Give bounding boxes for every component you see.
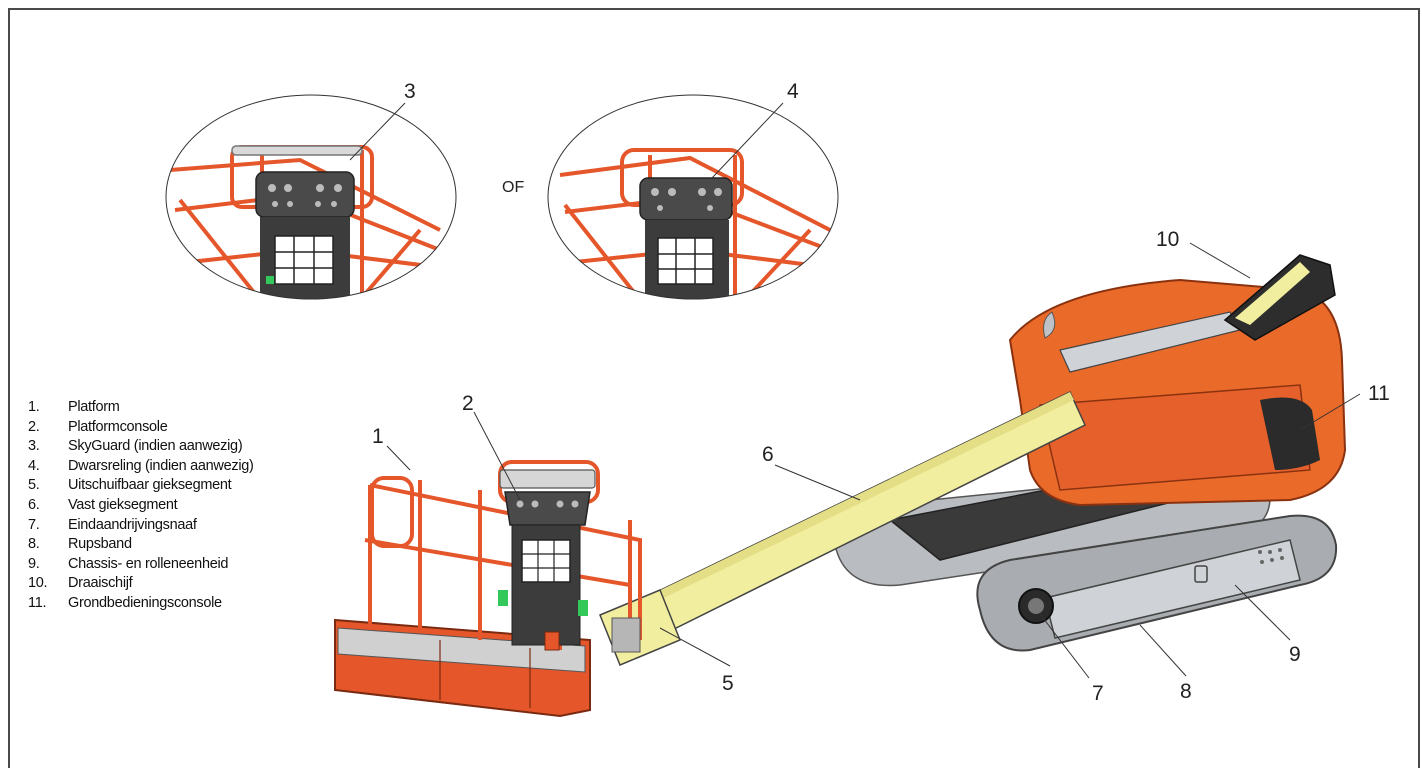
legend-item-number: 9. bbox=[28, 555, 40, 572]
legend-item-number: 11. bbox=[28, 594, 47, 611]
legend-item-label: Dwarsreling (indien aanwezig) bbox=[68, 457, 254, 474]
legend-item-label: Grondbedieningsconsole bbox=[68, 594, 222, 611]
legend-item-number: 1. bbox=[28, 399, 40, 415]
callout-6: 6 bbox=[762, 443, 774, 466]
legend-item-number: 3. bbox=[28, 438, 40, 455]
inset-skyguard bbox=[165, 94, 457, 300]
legend-item-number: 10. bbox=[28, 575, 48, 592]
legend-item-number: 4. bbox=[28, 457, 40, 474]
parts-legend: 1. Platform 2. Platformconsole 3. SkyGuard (i… bbox=[28, 398, 254, 614]
callout-4: 4 bbox=[787, 80, 799, 103]
legend-item-label: Draaischijf bbox=[68, 575, 133, 592]
callout-2: 2 bbox=[462, 392, 474, 415]
legend-item-label: Chassis- en rolleneenheid bbox=[68, 555, 229, 572]
legend-item-label: Rupsband bbox=[68, 536, 132, 553]
callout-3: 3 bbox=[404, 80, 416, 103]
legend-item: 1. Platform bbox=[28, 398, 254, 418]
callout-10: 10 bbox=[1156, 228, 1179, 251]
callout-5: 5 bbox=[722, 672, 734, 695]
legend-item: 9. Chassis- en rolleneenheid bbox=[28, 555, 254, 575]
platform bbox=[334, 460, 642, 718]
callout-9: 9 bbox=[1289, 643, 1301, 666]
legend-item-label: Platformconsole bbox=[68, 418, 168, 435]
legend-item-label: Eindaandrijvingsnaaf bbox=[68, 516, 197, 533]
callout-8: 8 bbox=[1180, 680, 1192, 703]
chassis-roller-frame bbox=[1044, 539, 1301, 639]
legend-item: 4. Dwarsreling (indien aanwezig) bbox=[28, 457, 254, 477]
legend-item-number: 6. bbox=[28, 496, 40, 513]
callout-numbers: 1 2 3 4 5 6 7 8 9 10 11 bbox=[372, 80, 1390, 705]
legend-item-label: Platform bbox=[68, 399, 120, 415]
legend-item-number: 5. bbox=[28, 477, 40, 494]
platform-console bbox=[504, 491, 591, 526]
legend-item: 11. Grondbedieningsconsole bbox=[28, 594, 254, 614]
ground-console bbox=[1260, 397, 1320, 470]
callout-11: 11 bbox=[1368, 382, 1390, 405]
or-label: OF bbox=[502, 179, 524, 196]
legend-item: 8. Rupsband bbox=[28, 535, 254, 555]
callout-1: 1 bbox=[372, 425, 384, 448]
legend-item: 10. Draaischijf bbox=[28, 574, 254, 594]
legend-item-number: 8. bbox=[28, 536, 40, 553]
legend-item: 6. Vast gieksegment bbox=[28, 496, 254, 516]
machine bbox=[334, 254, 1347, 718]
legend-item-number: 7. bbox=[28, 516, 40, 533]
legend-item: 7. Eindaandrijvingsnaaf bbox=[28, 516, 254, 536]
leader-lines bbox=[349, 102, 1361, 679]
legend-item-number: 2. bbox=[28, 418, 40, 435]
legend-item-label: Uitschuifbaar gieksegment bbox=[68, 477, 232, 494]
legend-item: 3. SkyGuard (indien aanwezig) bbox=[28, 437, 254, 457]
callout-7: 7 bbox=[1092, 682, 1104, 705]
legend-item: 2. Platformconsole bbox=[28, 418, 254, 438]
figure-frame bbox=[8, 8, 1420, 768]
inset-crossrail bbox=[547, 94, 839, 300]
legend-item-label: Vast gieksegment bbox=[68, 496, 178, 513]
legend-item: 5. Uitschuifbaar gieksegment bbox=[28, 476, 254, 496]
legend-item-label: SkyGuard (indien aanwezig) bbox=[68, 438, 243, 455]
